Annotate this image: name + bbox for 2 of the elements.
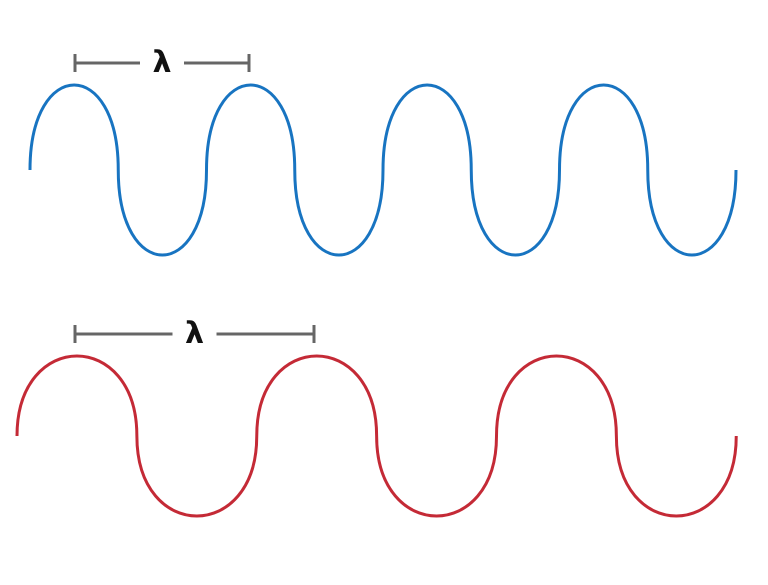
wavelength-label: λ — [185, 319, 204, 349]
wavelength-label: λ — [152, 48, 172, 78]
